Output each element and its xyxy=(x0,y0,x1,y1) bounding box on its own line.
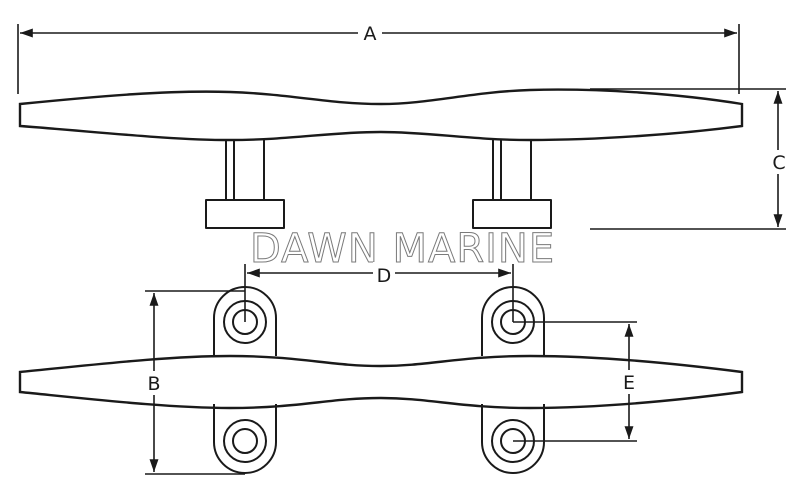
side-left-foot xyxy=(205,199,285,229)
dim-e-label-bg xyxy=(619,370,639,394)
dimension-a: A xyxy=(17,22,740,94)
dim-b-label: B xyxy=(147,373,160,395)
bolt-hole-lower-left-inner xyxy=(232,428,258,454)
dim-b-label-bg xyxy=(144,371,164,395)
side-right-foot xyxy=(472,199,552,229)
dimension-d: D xyxy=(244,262,514,322)
dim-c-label: C xyxy=(772,152,785,174)
dimension-b: B xyxy=(144,290,245,475)
side-left-post xyxy=(225,140,265,200)
dim-d-label: D xyxy=(377,265,392,287)
side-right-post xyxy=(492,140,532,200)
side-horn xyxy=(18,88,744,142)
dim-e-label: E xyxy=(623,372,635,394)
dimension-c: C xyxy=(590,88,789,230)
bolt-hole-lower-left-outer xyxy=(223,419,267,463)
dim-a-label: A xyxy=(364,23,377,45)
dim-c-label-bg xyxy=(769,150,789,174)
top-lug-lower-left xyxy=(213,404,277,474)
side-view xyxy=(18,88,744,229)
top-lug-lower-right xyxy=(481,404,545,474)
dim-a-label-bg xyxy=(358,22,382,44)
dimension-e: E xyxy=(513,321,639,442)
top-horn xyxy=(18,354,744,410)
dim-d-label-bg xyxy=(373,262,395,286)
watermark-text: DAWN MARINE xyxy=(250,226,555,272)
